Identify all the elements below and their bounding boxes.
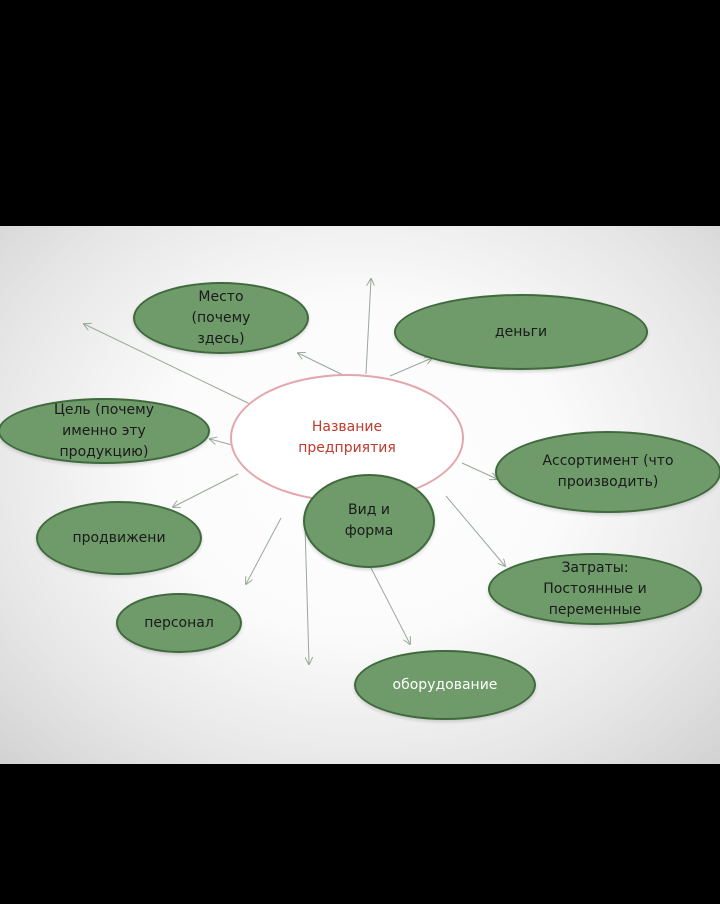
node-mesto[interactable]: Место (почему здесь) <box>133 282 309 354</box>
node-cel-label: Цель (почему именно эту продукцию) <box>53 401 155 460</box>
node-prodvizhenie[interactable]: продвижени <box>36 501 202 575</box>
node-assortiment-label: Ассортимент (что производить) <box>542 453 674 490</box>
arrow-up-left <box>84 324 251 405</box>
node-oborudovanie-label: оборудование <box>392 676 498 693</box>
arrow-down <box>304 524 309 664</box>
arrow-to-personal <box>246 517 282 584</box>
node-vid-forma-label: Вид и форма <box>344 502 394 539</box>
arrow-to-prodvizhenie <box>173 473 239 507</box>
arrow-up <box>365 279 371 375</box>
node-cel[interactable]: Цель (почему именно эту продукцию) <box>0 398 210 464</box>
center-label: Название предприятия <box>298 419 396 456</box>
node-personal-label: персонал <box>144 614 214 631</box>
node-mesto-label: Место (почему здесь) <box>191 288 251 347</box>
node-personal[interactable]: персонал <box>116 593 242 653</box>
arrow-to-cel <box>210 439 233 446</box>
node-prodvizhenie-label: продвижени <box>72 529 166 546</box>
node-dengi[interactable]: деньги <box>394 294 648 370</box>
arrow-to-oborudovanie <box>369 565 410 644</box>
arrow-to-zatraty <box>445 495 505 566</box>
arrow-to-dengi <box>389 358 432 377</box>
node-zatraty[interactable]: Затраты: Постоянные и переменные <box>488 553 702 625</box>
node-zatraty-label: Затраты: Постоянные и переменные <box>543 559 647 618</box>
connector-arrows <box>0 226 720 764</box>
arrow-to-mesto <box>298 353 346 377</box>
node-dengi-label: деньги <box>494 323 548 340</box>
node-assortiment[interactable]: Ассортимент (что производить) <box>495 431 720 513</box>
node-oborudovanie[interactable]: оборудование <box>354 650 536 720</box>
arrow-to-assortiment <box>461 462 497 479</box>
mind-map-slide: Место (почему здесь) деньги Цель (почему… <box>0 226 720 764</box>
node-vid-forma[interactable]: Вид и форма <box>303 474 435 568</box>
